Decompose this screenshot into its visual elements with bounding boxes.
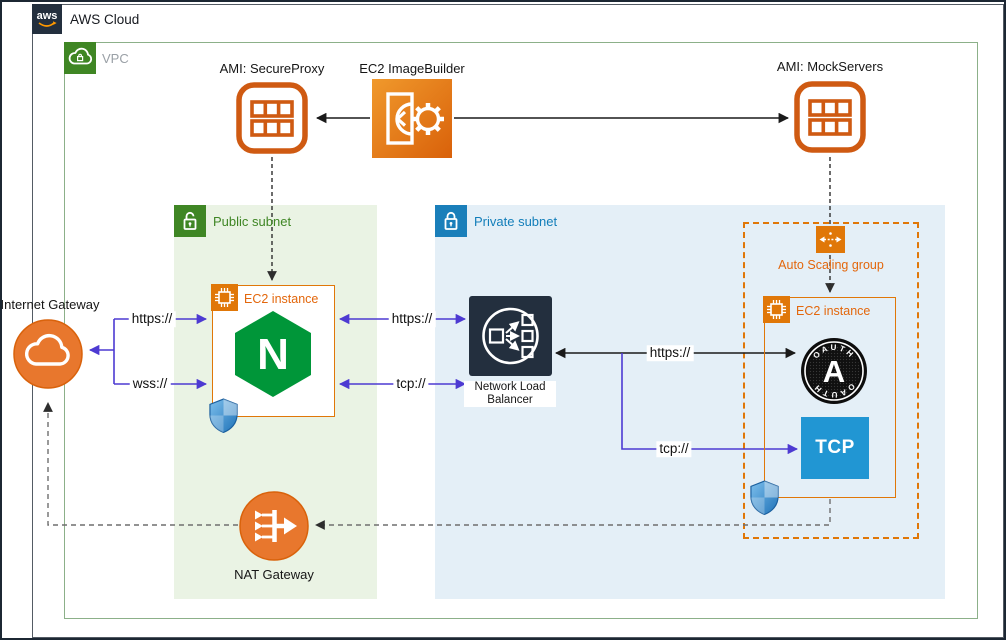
svg-text:A: A (823, 354, 845, 389)
ami-secureproxy-icon (235, 81, 309, 155)
vpc-icon (64, 42, 96, 74)
edge-label-nlb-tcp: tcp:// (393, 376, 429, 392)
aws-cloud-label: AWS Cloud (70, 12, 140, 27)
ec2-imagebuilder-label: EC2 ImageBuilder (359, 61, 465, 76)
private-subnet-label: Private subnet (474, 214, 558, 229)
tcp-protocol-box: TCP (801, 417, 869, 479)
edge-label-nlb-https: https:// (388, 311, 436, 327)
public-subnet-label: Public subnet (213, 214, 292, 229)
edge-label-oauth-https: https:// (646, 345, 694, 361)
internet-gateway-icon (13, 319, 83, 389)
edge-label-igw-wss: wss:// (129, 376, 171, 392)
security-group-shield-icon (208, 398, 239, 433)
oauth-logo: OAUTH OAUTH A (800, 337, 868, 405)
network-load-balancer-icon (469, 296, 552, 376)
ec2-public-chip-icon (211, 284, 238, 311)
public-subnet-open-lock-icon (174, 205, 206, 237)
auto-scaling-group-label: Auto Scaling group (778, 258, 884, 272)
ami-mockservers-label: AMI: MockServers (776, 59, 884, 74)
edge-label-tcp-conn: tcp:// (656, 441, 692, 457)
aws-logo-icon: aws (32, 4, 62, 34)
network-load-balancer-label: Network Load Balancer (464, 381, 556, 408)
internet-gateway-label: Internet Gateway (0, 297, 100, 312)
ec2-imagebuilder-icon (372, 79, 452, 158)
ec2-public-label: EC2 instance (244, 292, 319, 306)
svg-text:aws: aws (37, 10, 58, 22)
private-subnet-lock-icon (435, 205, 467, 237)
ami-secureproxy-label: AMI: SecureProxy (219, 61, 325, 76)
ec2-private-label: EC2 instance (796, 304, 871, 318)
nat-gateway-label: NAT Gateway (234, 567, 314, 582)
edge-label-igw-https: https:// (128, 311, 176, 327)
svg-text:N: N (257, 330, 289, 379)
aws-cloud-container (32, 4, 1004, 638)
nat-gateway-icon (239, 491, 309, 561)
ec2-private-chip-icon (763, 296, 790, 323)
tcp-label: TCP (815, 437, 855, 458)
security-group-shield-icon-2 (749, 480, 780, 515)
auto-scaling-icon (816, 226, 845, 253)
nginx-logo: N (233, 310, 313, 398)
ami-mockservers-icon (793, 80, 867, 154)
vpc-label: VPC (102, 51, 129, 66)
